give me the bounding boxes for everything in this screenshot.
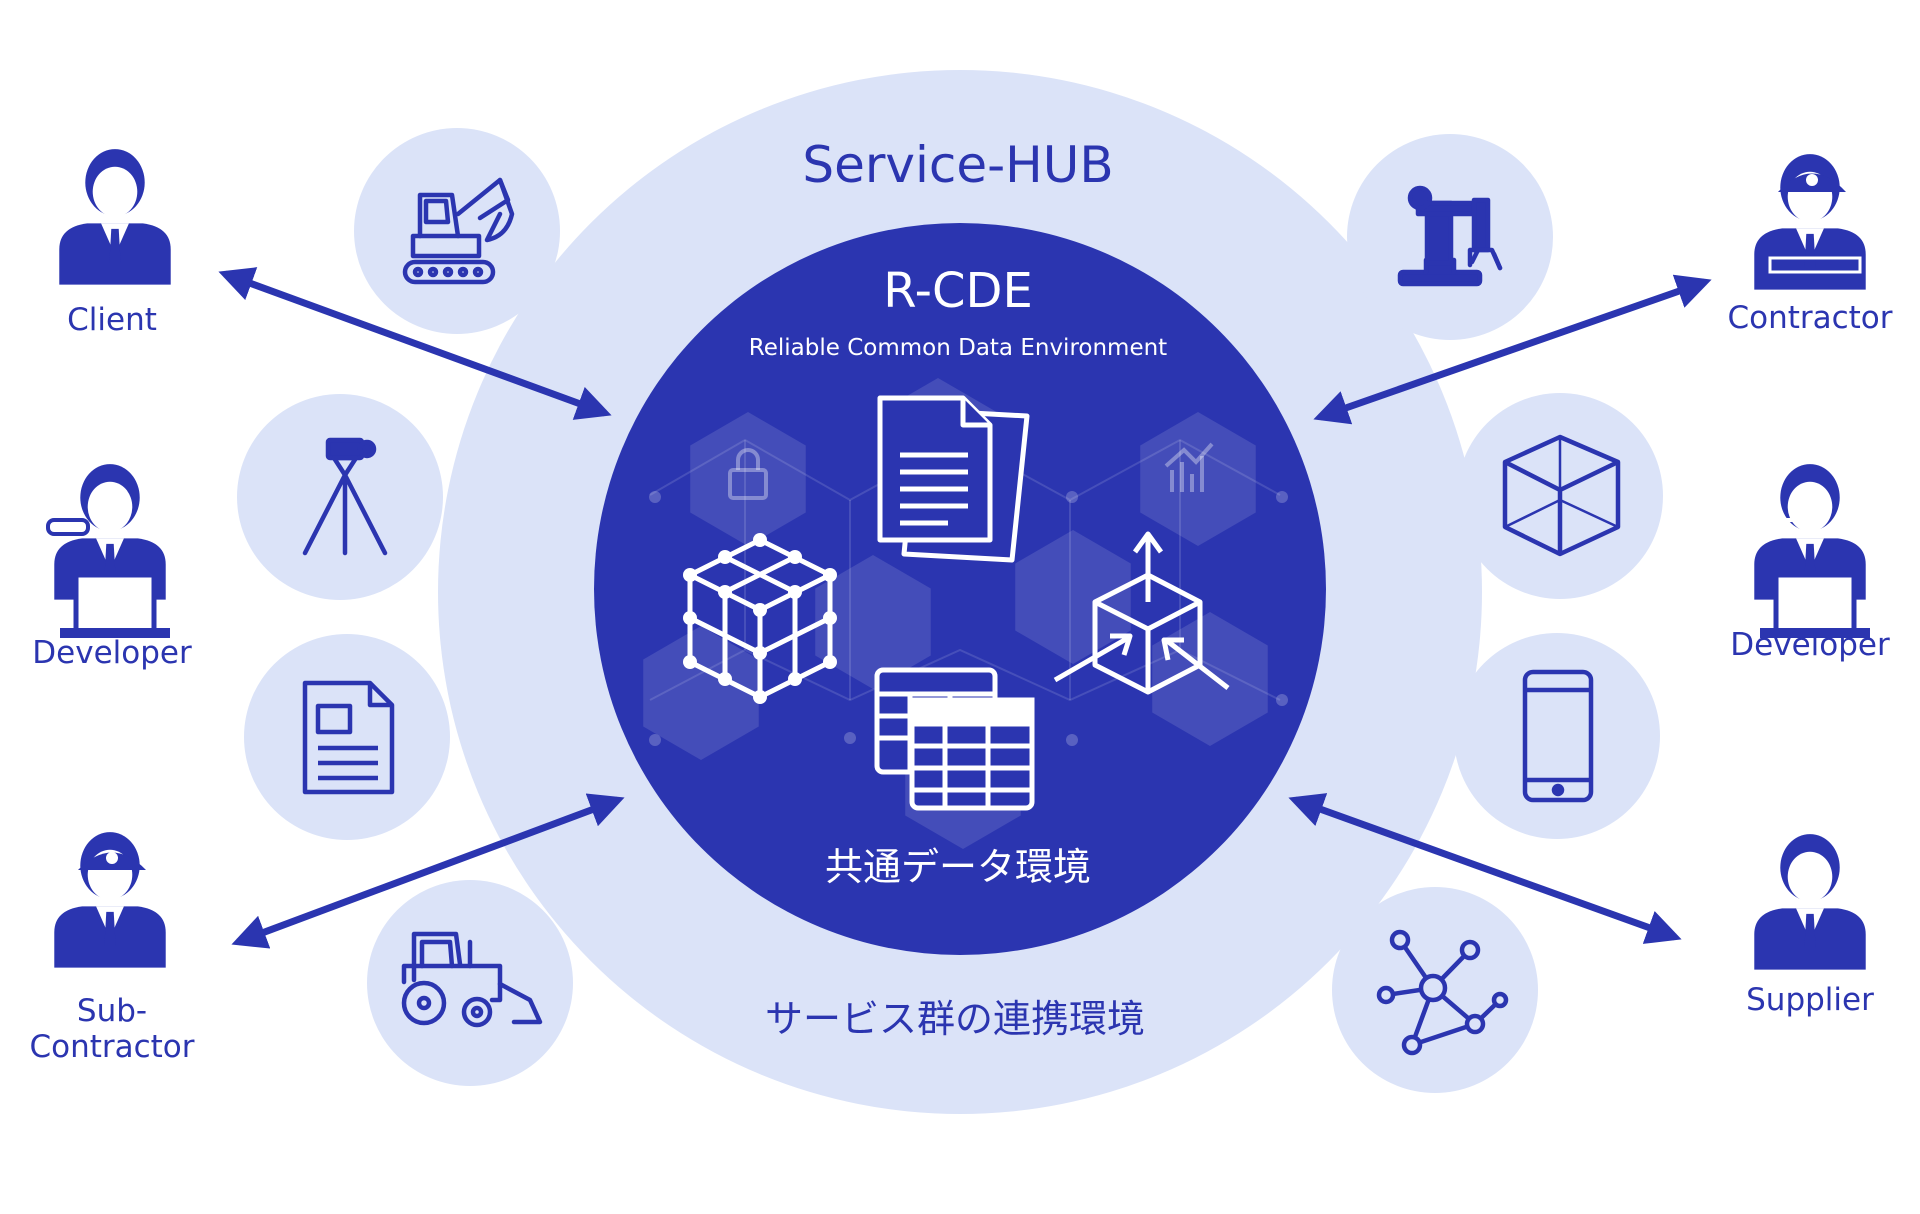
label-subcontractor-line2: Contractor	[29, 1029, 194, 1065]
spreadsheets-icon	[874, 667, 1035, 811]
label-developer-left: Developer	[32, 635, 192, 671]
faint-lock-icon	[728, 448, 768, 500]
cube-with-arrows-icon	[1053, 531, 1230, 695]
arrow-supplier	[1288, 793, 1682, 944]
label-subcontractor-line1: Sub-	[77, 993, 147, 1029]
faint-growth-chart-icon	[1164, 442, 1214, 492]
developer-right-avatar	[1754, 464, 1870, 638]
label-contractor: Contractor	[1727, 300, 1892, 336]
developer-left-avatar	[46, 464, 170, 638]
surveying-tripod-icon	[302, 437, 388, 556]
client-avatar	[59, 149, 171, 285]
document-icon	[302, 680, 395, 795]
arrow-client	[218, 267, 612, 420]
tractor-icon	[401, 931, 543, 1028]
connection-arrows	[218, 267, 1712, 949]
lattice-cube-nodes	[683, 533, 837, 704]
subcontractor-avatar	[54, 832, 166, 968]
documents-icon	[877, 395, 1030, 563]
core-caption: 共通データ環境	[825, 845, 1091, 889]
arrow-contractor	[1313, 274, 1712, 425]
label-client: Client	[67, 302, 157, 338]
contractor-avatar	[1754, 154, 1866, 290]
label-developer-right: Developer	[1730, 627, 1890, 663]
core-node-dots	[649, 414, 1288, 746]
supplier-avatar	[1754, 834, 1866, 970]
r-cde-circle	[594, 223, 1326, 955]
label-supplier: Supplier	[1746, 982, 1874, 1018]
hub-title: Service-HUB	[802, 136, 1113, 194]
arrow-subcontractor	[231, 793, 625, 949]
core-title: R-CDE	[883, 263, 1033, 319]
core-subtitle: Reliable Common Data Environment	[749, 335, 1167, 361]
hub-subtitle: サービス群の連携環境	[765, 997, 1145, 1041]
3d-cube-icon	[1502, 434, 1621, 557]
